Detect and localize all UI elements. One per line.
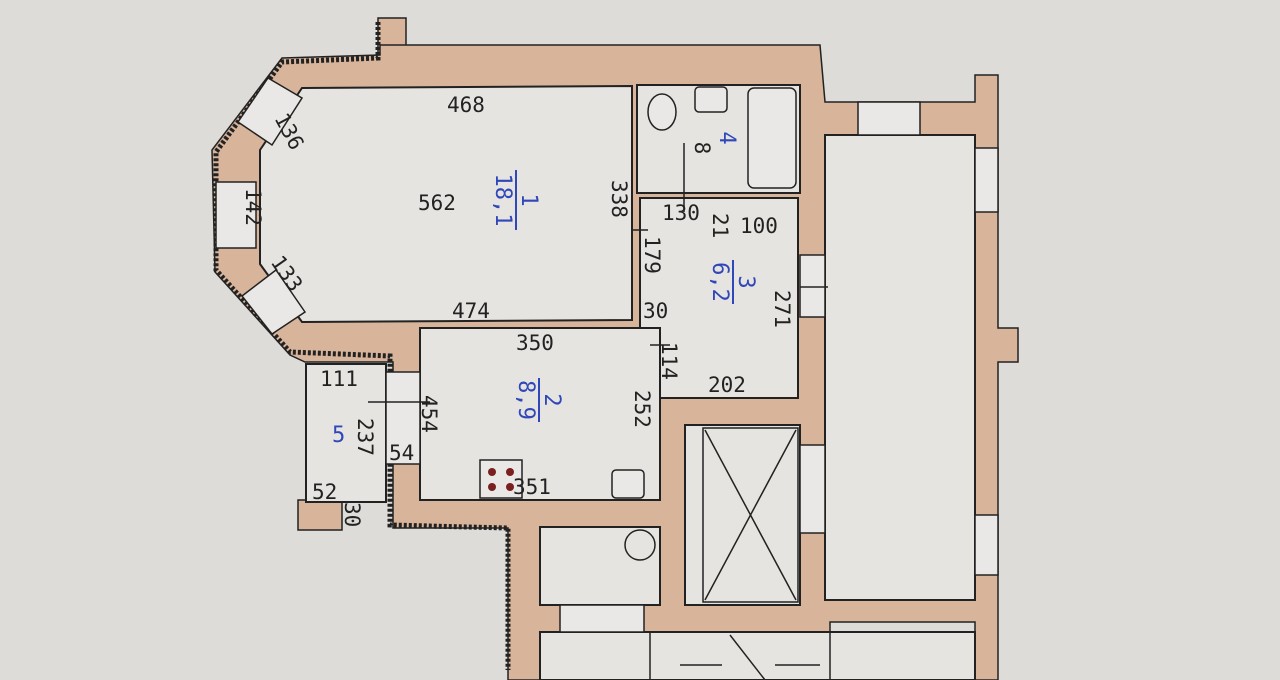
rooms-2-area-label: 6,2 bbox=[707, 262, 732, 302]
dimensions-room3_door-label: 30 bbox=[643, 299, 668, 323]
dimensions-bay_middle-label: 142 bbox=[241, 188, 265, 226]
dimensions-room3_bottom-label: 202 bbox=[708, 373, 746, 397]
dimensions-room1_bottom-label: 474 bbox=[452, 299, 490, 323]
bathtub-icon bbox=[747, 87, 797, 189]
dimensions-balcony_step-label: 54 bbox=[389, 441, 414, 465]
corridor bbox=[824, 134, 976, 601]
room-4-number: 4 bbox=[714, 131, 739, 144]
stairwell bbox=[539, 631, 976, 680]
balcony-steps bbox=[385, 371, 421, 465]
dimensions-kitchen_top-label: 350 bbox=[516, 331, 554, 355]
dimensions-partition-label: 21 bbox=[708, 213, 732, 238]
dimensions-balcony_top-label: 111 bbox=[320, 367, 358, 391]
room-3-label: 3 6,2 bbox=[707, 260, 758, 304]
dimensions-room3_right-label: 271 bbox=[770, 290, 794, 328]
room-3-hall bbox=[639, 197, 799, 399]
room-5-balcony bbox=[305, 363, 387, 503]
room-1-living bbox=[259, 84, 633, 324]
toilet-icon bbox=[647, 93, 677, 131]
rooms-0-area-label: 18,1 bbox=[490, 174, 515, 227]
dimensions-kitchen_door-label: 114 bbox=[657, 342, 681, 380]
kitchen-sink-icon bbox=[611, 469, 645, 499]
dimensions-bath_bottom-label: 130 bbox=[662, 201, 700, 225]
room-5-number: 5 bbox=[332, 423, 345, 448]
dimensions-kitchen_right-label: 252 bbox=[630, 390, 654, 428]
dimensions-room3_left-label: 179 bbox=[640, 236, 664, 274]
room-1-label: 1 18,1 bbox=[490, 170, 541, 230]
dimension-lines bbox=[368, 143, 828, 403]
rooms-0-number-label: 1 bbox=[516, 193, 541, 206]
dimensions-kitchen_bottom-label: 351 bbox=[513, 475, 551, 499]
dimensions-room1_length-label: 562 bbox=[418, 191, 456, 215]
rooms-1-area-label: 8,9 bbox=[513, 380, 538, 420]
sink-icon bbox=[694, 86, 728, 113]
rooms-1-number-label: 2 bbox=[539, 393, 564, 406]
stove-icon bbox=[479, 459, 523, 499]
room-4-area: 8 bbox=[690, 142, 714, 155]
boiler-icon bbox=[624, 529, 656, 561]
dimensions-balcony_bottom-label: 52 bbox=[312, 480, 337, 504]
room-2-label: 2 8,9 bbox=[513, 378, 564, 422]
windows bbox=[215, 76, 999, 633]
elevator-shaft bbox=[684, 424, 801, 606]
service-room bbox=[539, 526, 661, 606]
dimensions-room1_right-label: 338 bbox=[607, 180, 631, 218]
dimensions-room3_top-label: 100 bbox=[740, 214, 778, 238]
rooms-2-number-label: 3 bbox=[733, 275, 758, 288]
dimensions-kitchen_left-label: 454 bbox=[417, 395, 441, 433]
dimensions-room1_top-label: 468 bbox=[447, 93, 485, 117]
bathroom-fixtures bbox=[479, 86, 797, 561]
stair-treads bbox=[649, 599, 975, 680]
dimensions-balcony_side-label: 237 bbox=[353, 418, 377, 456]
dimensions-balcony_end-label: 30 bbox=[340, 502, 364, 527]
